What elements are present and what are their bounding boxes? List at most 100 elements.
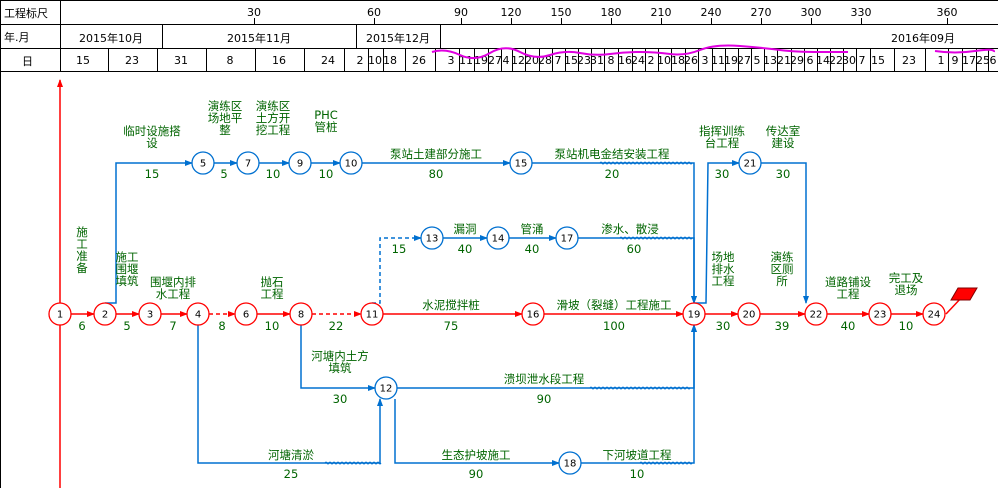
activity-duration: 5 [220, 167, 227, 181]
activity-arrow [105, 160, 193, 304]
activity-arrow [197, 325, 383, 464]
scale-tick-label: 270 [750, 6, 772, 19]
free-float-wave [324, 461, 382, 465]
node-20: 20 [737, 302, 761, 326]
node-9: 9 [288, 151, 312, 175]
free-float-wave [619, 236, 693, 240]
node-number: 24 [928, 310, 941, 321]
node-number: 17 [561, 234, 574, 245]
activity-name: 渗水、散浸 [601, 222, 659, 236]
scale-tick-label: 180 [600, 6, 622, 19]
day-label: 31 [174, 54, 188, 67]
node-15: 15 [509, 151, 533, 175]
node-12: 12 [374, 376, 398, 400]
node-number: 13 [426, 234, 439, 245]
scale-tick-label: 240 [700, 6, 722, 19]
free-float-wave [639, 461, 693, 465]
day-label: 15 [871, 54, 885, 67]
activity-duration: 60 [627, 242, 642, 256]
activity-name: 溃坝泄水段工程 [504, 372, 585, 386]
activity-duration: 15 [392, 242, 407, 256]
node-8: 8 [289, 302, 313, 326]
activity-duration: 10 [630, 467, 645, 481]
activity-name: 泵站机电金结安装工程 [555, 147, 670, 161]
month-label: 2015年12月 [366, 32, 430, 45]
scale-tick-label: 330 [850, 6, 872, 19]
node-18: 18 [558, 451, 582, 475]
activity-arrow [578, 237, 697, 304]
activity-name: 道路铺设工程 [825, 275, 871, 301]
activity-duration: 30 [715, 167, 730, 181]
day-label: 2 [647, 54, 655, 67]
day-label: 9 [951, 54, 959, 67]
scale-tick-label: 210 [650, 6, 672, 19]
activity-arrow [394, 399, 560, 466]
node-13: 13 [420, 226, 444, 250]
day-label: 24 [321, 54, 335, 67]
activity-arrow [694, 160, 740, 304]
activity-duration: 90 [537, 392, 552, 406]
day-label: 27 [737, 54, 751, 67]
scale-tick-label: 60 [367, 6, 381, 19]
activity-duration: 100 [603, 319, 625, 333]
activity-duration: 39 [775, 319, 790, 333]
activity-duration: 40 [841, 319, 856, 333]
day-label: 30 [842, 54, 856, 67]
activity-duration: 6 [78, 319, 85, 333]
node-number: 23 [874, 310, 887, 321]
node-number: 7 [245, 159, 251, 170]
node-7: 7 [236, 151, 260, 175]
node-number: 8 [298, 310, 304, 321]
node-22: 22 [804, 302, 828, 326]
node-21: 21 [738, 151, 762, 175]
node-14: 14 [486, 226, 510, 250]
day-label: 16 [618, 54, 632, 67]
month-row-label: 年.月 [4, 31, 30, 44]
scale-tick-label: 360 [936, 6, 958, 19]
activity-name: 指挥训练台工程 [699, 124, 745, 150]
activity-name: 河塘内土方填筑 [311, 349, 369, 375]
node-number: 22 [810, 310, 823, 321]
node-24: 24 [922, 302, 946, 326]
day-label: 26 [684, 54, 698, 67]
node-17: 17 [555, 226, 579, 250]
day-label: 10 [368, 54, 382, 67]
day-label: 2 [356, 54, 364, 67]
activity-duration: 30 [333, 392, 348, 406]
day-label: 23 [902, 54, 916, 67]
node-3: 3 [138, 302, 162, 326]
activity-duration: 40 [458, 242, 473, 256]
node-23: 23 [868, 302, 892, 326]
node-11: 11 [360, 302, 384, 326]
activity-name: 河塘清淤 [268, 448, 314, 462]
activity-name: 施工围堰填筑 [116, 250, 139, 288]
node-1: 1 [48, 302, 72, 326]
day-label: 7 [554, 54, 562, 67]
day-label: 26 [412, 54, 426, 67]
month-label: 2015年10月 [79, 32, 143, 45]
day-label: 23 [577, 54, 591, 67]
node-number: 18 [564, 459, 577, 470]
day-label: 3 [701, 54, 709, 67]
activity-name: 滑坡（裂缝）工程施工 [557, 298, 672, 312]
day-label: 18 [383, 54, 397, 67]
day-label: 23 [125, 54, 139, 67]
month-label: 2016年09月 [891, 32, 955, 45]
day-label: 6 [806, 54, 814, 67]
activity-name: 传达室建设 [766, 124, 801, 150]
activity-name: 围堰内排水工程 [150, 275, 196, 301]
day-label: 13 [763, 54, 777, 67]
day-label: 3 [447, 54, 455, 67]
day-label: 6 [989, 54, 997, 67]
node-10: 10 [339, 151, 363, 175]
day-label: 25 [976, 54, 990, 67]
node-number: 2 [102, 310, 108, 321]
activity-name: 演练区土方开挖工程 [256, 99, 291, 137]
activity-duration: 22 [329, 319, 344, 333]
activity-name: 管涌 [521, 222, 544, 236]
scale-tick-label: 90 [454, 6, 468, 19]
scale-tick-label: 120 [500, 6, 522, 19]
day-label: 4 [502, 54, 510, 67]
